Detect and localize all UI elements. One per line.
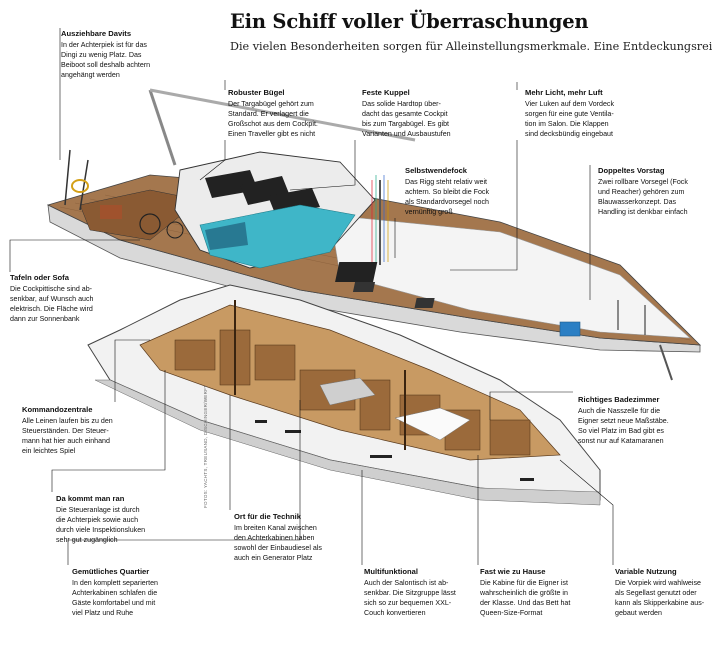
- annotation-heading: Da kommt man ran: [56, 494, 125, 503]
- annotation-line: Die Kabine für die Eigner ist: [480, 579, 568, 587]
- annotation-line: Couch konvertieren: [364, 609, 426, 617]
- annotation-heading: Feste Kuppel: [362, 88, 410, 97]
- annotation-line: Die Vorpiek wird wahlweise: [615, 579, 701, 587]
- annotation-line: Standard. Er verlagert die: [228, 110, 309, 118]
- annotation-line: In der Achterpiek ist für das: [61, 41, 147, 49]
- annotation-line: Blauwasserkonzept. Das: [598, 198, 677, 206]
- annotation-heading: Gemütliches Quartier: [72, 567, 150, 576]
- annotation-line: Das solide Hardtop über-: [362, 100, 441, 108]
- annotation-line: bis zum Targabügel. Es gibt: [362, 120, 450, 128]
- annotation-variable-nutzung: Variable Nutzung Die Vorpiek wird wahlwe…: [615, 567, 704, 618]
- annotation-line: als Standardvorsegel noch: [405, 198, 489, 206]
- annotation-line: Auch die Nasszelle für die: [578, 407, 661, 415]
- annotation-heading: Multifunktional: [364, 567, 418, 576]
- annotation-line: angehängt werden: [61, 71, 120, 79]
- annotation-heading: Mehr Licht, mehr Luft: [525, 88, 603, 97]
- annotation-heading: Richtiges Badezimmer: [578, 395, 660, 404]
- annotation-line: Das Rigg steht relativ weit: [405, 178, 488, 186]
- annotation-heading: Fast wie zu Hause: [480, 567, 546, 576]
- annotation-line: Handling ist denkbar einfach: [598, 208, 688, 216]
- annotation-line: Dingi zu wenig Platz. Das: [61, 51, 142, 59]
- annotation-davits: Ausziehbare Davits In der Achterpiek ist…: [61, 29, 150, 80]
- annotation-fast-wie-zu-hause: Fast wie zu Hause Die Kabine für die Eig…: [480, 567, 570, 618]
- annotation-line: sowohl der Einbaudiesel als: [234, 544, 322, 552]
- annotation-line: achtern. So bleibt die Fock: [405, 188, 489, 196]
- annotation-line: ein leichtes Spiel: [22, 447, 76, 455]
- leader-lines: [9, 28, 614, 565]
- annotation-line: Gäste komfortabel und mit: [72, 599, 156, 607]
- annotation-line: senkbar. Die Sitzgruppe lässt: [364, 589, 456, 597]
- annotation-da-kommt-man-ran: Da kommt man ran Die Steueranlage ist du…: [56, 494, 145, 545]
- annotation-heading: Kommandozentrale: [22, 405, 93, 414]
- annotation-line: sorgen für eine gute Ventila-: [525, 110, 614, 118]
- annotation-line: den Achterkabinen haben: [234, 534, 315, 542]
- annotation-multifunktional: Multifunktional Auch der Salontisch ist …: [364, 567, 456, 618]
- annotation-heading: Variable Nutzung: [615, 567, 677, 576]
- annotation-line: sind decksbündig eingebaut: [525, 130, 613, 138]
- annotation-line: vernünftig groß: [405, 208, 453, 216]
- annotation-line: Die Cockpittische sind ab-: [10, 285, 93, 293]
- annotation-line: Zwei rollbare Vorsegel (Fock: [598, 178, 688, 186]
- annotation-ort-fuer-die-technik: Ort für die Technik Im breiten Kanal zwi…: [234, 512, 322, 563]
- annotation-line: Vier Luken auf dem Vordeck: [525, 100, 614, 108]
- annotation-heading: Ausziehbare Davits: [61, 29, 132, 38]
- annotation-line: als Segellast genutzt oder: [615, 589, 697, 597]
- annotation-heading: Ort für die Technik: [234, 512, 301, 521]
- annotation-line: Im breiten Kanal zwischen: [234, 524, 317, 532]
- annotation-line: kann als Skipperkabine aus-: [615, 599, 705, 607]
- annotation-line: der Klasse. Und das Bett hat: [480, 599, 571, 607]
- annotation-line: Achterkabinen schlafen die: [72, 589, 158, 597]
- annotation-line: und Reacher) gehören zum: [598, 188, 685, 196]
- annotation-line: auch ein Generator Platz: [234, 554, 313, 562]
- deck-view-boat: [46, 88, 702, 381]
- annotation-gemuetliches-quartier: Gemütliches Quartier In den komplett sep…: [72, 567, 158, 618]
- annotation-line: Queen-Size-Format: [480, 609, 543, 617]
- annotation-heading: Selbstwendefock: [405, 166, 468, 175]
- annotation-line: Auch der Salontisch ist ab-: [364, 579, 449, 587]
- annotation-line: So viel Platz im Bad gibt es: [578, 427, 664, 435]
- annotation-doppeltes-vorstag: Doppeltes Vorstag Zwei rollbare Vorsegel…: [598, 166, 688, 217]
- annotation-richtiges-badezimmer: Richtiges Badezimmer Auch die Nasszelle …: [578, 395, 669, 446]
- annotation-line: senkbar, auf Wunsch auch: [10, 295, 94, 303]
- page-subtitle: Die vielen Besonderheiten sorgen für All…: [230, 40, 712, 53]
- annotation-line: Der Targabügel gehört zum: [228, 100, 314, 108]
- photo-credit: FOTOS: YACHTS, TREUSAND, DISCHINGER/WERF…: [203, 384, 208, 508]
- annotation-line: viel Platz und Ruhe: [72, 609, 134, 617]
- annotation-line: Großschot aus dem Cockpit.: [228, 120, 318, 128]
- annotation-heading: Doppeltes Vorstag: [598, 166, 665, 175]
- annotation-line: Varianten und Ausbaustufen: [362, 130, 451, 138]
- annotation-tafeln-oder-sofa: Tafeln oder Sofa Die Cockpittische sind …: [10, 273, 93, 324]
- annotation-line: Die Steueranlage ist durch: [56, 506, 140, 514]
- annotation-line: durch viele Inspektionsluken: [56, 526, 146, 534]
- annotation-heading: Tafeln oder Sofa: [10, 273, 69, 282]
- annotation-line: tion im Salon. Die Klappen: [525, 120, 609, 128]
- annotation-line: Steuerständen. Der Steuer-: [22, 427, 109, 435]
- annotation-heading: Robuster Bügel: [228, 88, 285, 97]
- annotation-line: In den komplett separierten: [72, 579, 158, 587]
- annotation-line: die Achterpiek sowie auch: [56, 516, 139, 524]
- annotation-line: Einen Traveller gibt es nicht: [228, 130, 316, 138]
- annotation-line: elektrisch. Die Fläche wird: [10, 305, 93, 313]
- annotation-line: mann hat hier auch einhand: [22, 437, 110, 445]
- annotation-feste-kuppel: Feste Kuppel Das solide Hardtop über- da…: [362, 88, 451, 139]
- annotation-robuster-buegel: Robuster Bügel Der Targabügel gehört zum…: [228, 88, 318, 139]
- annotation-selbstwendefock: Selbstwendefock Das Rigg steht relativ w…: [405, 166, 489, 217]
- annotation-line: Beiboot soll deshalb achtern: [61, 61, 151, 69]
- annotation-kommandozentrale: Kommandozentrale Alle Leinen laufen bis …: [22, 405, 113, 456]
- annotation-line: Alle Leinen laufen bis zu den: [22, 417, 113, 425]
- interior-view-boat: [87, 284, 601, 506]
- annotation-line: wahrscheinlich die größte in: [480, 589, 568, 597]
- annotation-line: sehr gut zugänglich: [56, 536, 118, 544]
- annotation-line: sonst nur auf Katamaranen: [578, 437, 664, 445]
- annotation-line: sich so zur bequemen XXL-: [364, 599, 452, 607]
- annotation-mehr-licht: Mehr Licht, mehr Luft Vier Luken auf dem…: [525, 88, 614, 139]
- page-title: Ein Schiff voller Überraschungen: [230, 10, 589, 33]
- annotation-line: dacht das gesamte Cockpit: [362, 110, 448, 118]
- annotation-line: gebaut werden: [615, 609, 662, 617]
- annotation-line: Eigner setzt neue Maßstäbe.: [578, 417, 669, 425]
- annotation-line: dann zur Sonnenbank: [10, 315, 80, 323]
